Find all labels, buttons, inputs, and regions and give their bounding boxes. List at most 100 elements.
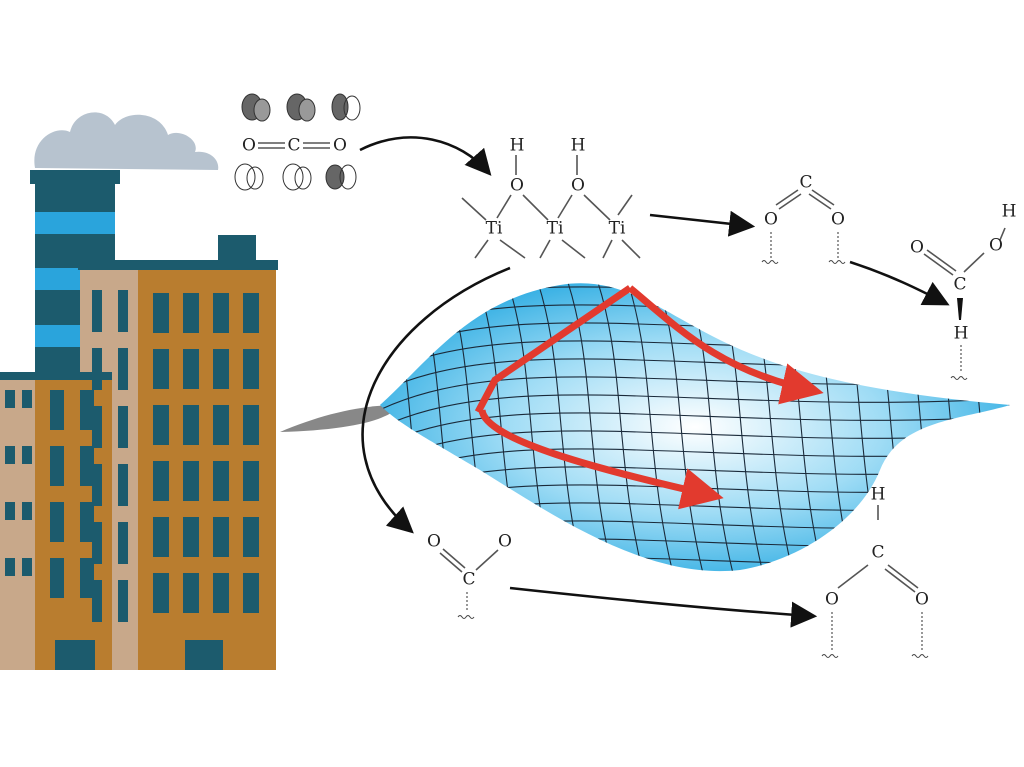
atom-o: O bbox=[242, 136, 256, 156]
arrow-surface-to-bidentate bbox=[649, 210, 756, 237]
window bbox=[92, 522, 102, 564]
atom-o: O bbox=[571, 176, 585, 196]
mesh-line bbox=[589, 283, 651, 572]
window bbox=[153, 517, 169, 557]
window bbox=[22, 446, 32, 464]
window bbox=[92, 348, 102, 390]
window bbox=[80, 558, 94, 598]
window bbox=[213, 461, 229, 501]
smoke-cloud bbox=[34, 112, 219, 170]
mesh-line bbox=[619, 283, 681, 572]
atom-c: C bbox=[953, 275, 966, 295]
tio2-surface-structure: H H O O Ti Ti Ti bbox=[461, 136, 641, 259]
window bbox=[5, 446, 15, 464]
window bbox=[5, 390, 15, 408]
window bbox=[50, 502, 64, 542]
window bbox=[92, 580, 102, 622]
door bbox=[55, 640, 95, 670]
window bbox=[153, 405, 169, 445]
window bbox=[213, 517, 229, 557]
window bbox=[5, 502, 15, 520]
window bbox=[118, 522, 128, 564]
window bbox=[50, 390, 64, 430]
bidentate-formate-species: H C O O bbox=[821, 485, 929, 658]
bidentate-co2-species: C O O bbox=[761, 173, 846, 264]
window bbox=[118, 290, 128, 332]
atom-c: C bbox=[799, 173, 812, 193]
window bbox=[5, 558, 15, 576]
window bbox=[183, 405, 199, 445]
window bbox=[118, 406, 128, 448]
atom-h: H bbox=[571, 136, 586, 156]
atom-h: H bbox=[1002, 202, 1017, 222]
atom-c: C bbox=[871, 543, 884, 563]
window bbox=[183, 517, 199, 557]
atom-o: O bbox=[510, 176, 524, 196]
window bbox=[50, 558, 64, 598]
window bbox=[243, 573, 259, 613]
mesh-line bbox=[380, 394, 1010, 439]
energy-surface bbox=[380, 283, 1010, 572]
reaction-path-lower bbox=[478, 409, 724, 510]
window bbox=[118, 580, 128, 622]
window bbox=[213, 293, 229, 333]
window bbox=[243, 461, 259, 501]
reaction-path-upper bbox=[474, 285, 632, 414]
atom-o: O bbox=[831, 210, 845, 230]
window bbox=[22, 558, 32, 576]
orbital-lobes-icon bbox=[234, 93, 361, 191]
atom-ti: Ti bbox=[486, 219, 503, 239]
reaction-path-right bbox=[627, 285, 824, 405]
window bbox=[183, 461, 199, 501]
window bbox=[243, 405, 259, 445]
atom-c: C bbox=[462, 570, 475, 590]
window bbox=[153, 349, 169, 389]
window bbox=[183, 349, 199, 389]
atom-o: O bbox=[764, 210, 778, 230]
window bbox=[213, 405, 229, 445]
window bbox=[183, 573, 199, 613]
window bbox=[80, 446, 94, 486]
window bbox=[243, 517, 259, 557]
window bbox=[153, 573, 169, 613]
arrow-bidentate-to-carboxyl bbox=[849, 260, 950, 306]
window bbox=[153, 293, 169, 333]
arrow-surface-to-monodentate bbox=[361, 266, 511, 534]
window bbox=[92, 290, 102, 332]
window bbox=[80, 502, 94, 542]
mesh-line bbox=[919, 283, 981, 572]
atom-ti: Ti bbox=[609, 219, 626, 239]
window bbox=[243, 349, 259, 389]
window bbox=[118, 348, 128, 390]
co2-molecule: O C O bbox=[234, 93, 361, 191]
mesh-line bbox=[380, 412, 1010, 457]
arrow-co2-to-surface bbox=[359, 136, 492, 176]
window bbox=[92, 464, 102, 506]
window bbox=[50, 446, 64, 486]
arrow-monodentate-to-formate bbox=[509, 586, 818, 628]
atom-o: O bbox=[989, 236, 1003, 256]
window bbox=[92, 406, 102, 448]
factory-illustration bbox=[0, 112, 400, 670]
atom-o: O bbox=[427, 532, 441, 552]
mesh-line bbox=[979, 283, 1010, 572]
carboxyl-intermediate: O C O H H bbox=[910, 202, 1016, 380]
window bbox=[243, 293, 259, 333]
window bbox=[153, 461, 169, 501]
window bbox=[213, 573, 229, 613]
atom-h: H bbox=[871, 485, 886, 505]
window bbox=[80, 390, 94, 430]
window bbox=[118, 464, 128, 506]
mesh-line bbox=[1009, 283, 1010, 572]
window bbox=[22, 502, 32, 520]
atom-o: O bbox=[915, 590, 929, 610]
atom-o: O bbox=[498, 532, 512, 552]
window bbox=[183, 293, 199, 333]
window bbox=[213, 349, 229, 389]
window bbox=[22, 390, 32, 408]
atom-h: H bbox=[510, 136, 525, 156]
atom-o: O bbox=[825, 590, 839, 610]
atom-h: H bbox=[954, 324, 969, 344]
door bbox=[185, 640, 223, 670]
